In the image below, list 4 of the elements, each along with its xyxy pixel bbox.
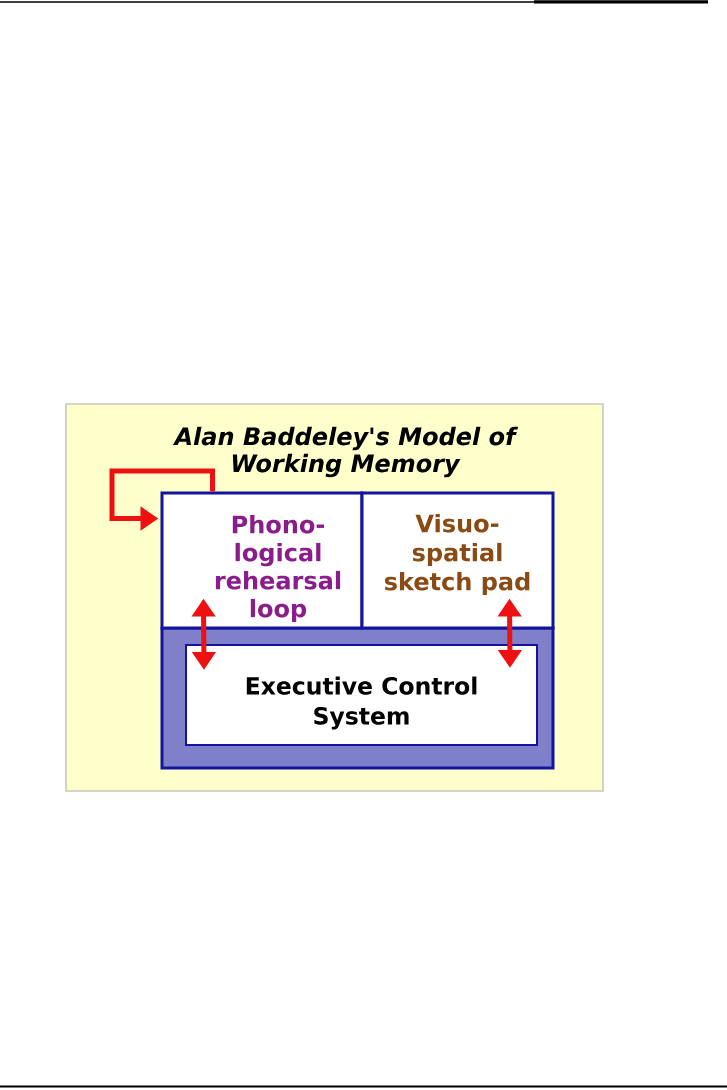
component-box: Phono- logical rehearsal loop <box>160 491 364 630</box>
component-box: Executive Control System <box>185 644 538 746</box>
component-box: Visuo- spatial sketch pad <box>360 491 555 630</box>
diagram-title: Alan Baddeley's Model of Working Memory <box>172 426 519 478</box>
